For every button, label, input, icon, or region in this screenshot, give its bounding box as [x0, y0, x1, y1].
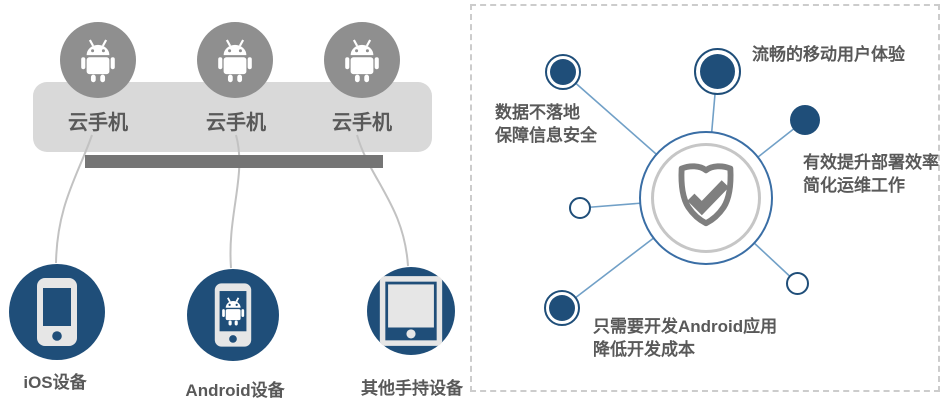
shield-check-icon: [678, 163, 734, 227]
cloud-phone-node: [324, 22, 400, 98]
feature-dot-hollow-right: [786, 272, 809, 295]
feature-dot-dev-cost: [544, 290, 580, 326]
device-node-android: [187, 269, 279, 361]
feature-label-dev-cost: 只需要开发Android应用 降低开发成本: [593, 317, 778, 359]
tablet-icon: [379, 276, 443, 346]
feature-dot-hollow-left: [569, 197, 591, 219]
android-robot-icon: [218, 39, 252, 83]
platform-base-bar: [85, 155, 383, 168]
feature-label-data-security: 数据不落地 保障信息安全: [495, 103, 597, 145]
feature-dot-user-experience: [694, 48, 741, 95]
cloud-phone-label: 云手机: [206, 112, 266, 134]
device-label-other: 其他手持设备: [361, 379, 463, 398]
cloud-phone-node: [197, 22, 273, 98]
feature-label-user-experience: 流畅的移动用户体验: [752, 45, 905, 64]
feature-label-deployment: 有效提升部署效率 简化运维工作: [803, 153, 939, 195]
device-label-ios: iOS设备: [23, 373, 87, 392]
cloud-phone-node: [60, 22, 136, 98]
security-hub: [639, 131, 773, 265]
android-robot-icon: [81, 39, 115, 83]
device-node-ios: [9, 264, 105, 360]
feature-dot-data-security: [545, 54, 581, 90]
android-phone-icon: [214, 283, 252, 347]
android-robot-icon: [345, 39, 379, 83]
device-node-tablet: [367, 267, 455, 355]
ios-phone-icon: [37, 278, 77, 346]
feature-dot-deployment: [790, 105, 820, 135]
cloud-phone-label: 云手机: [68, 112, 128, 134]
hub-inner-ring: [651, 143, 761, 253]
cloud-phone-label: 云手机: [332, 112, 392, 134]
device-label-android: Android设备: [185, 381, 285, 400]
